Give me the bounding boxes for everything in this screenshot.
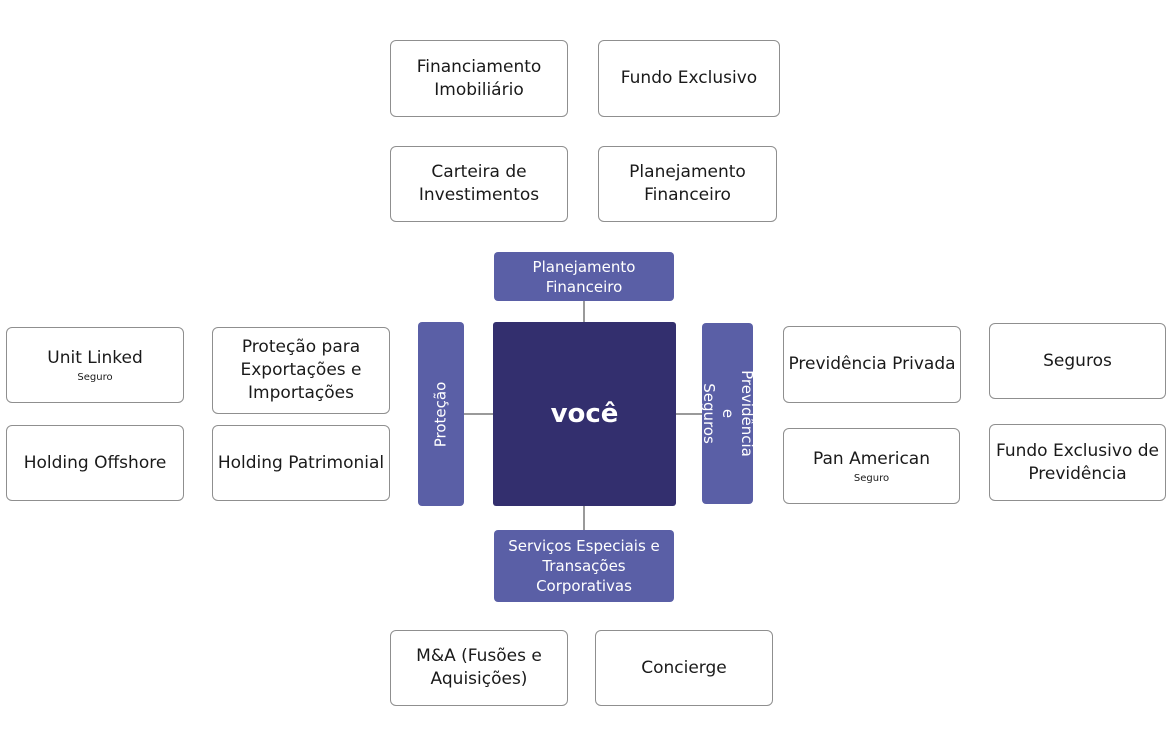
box-subtitle: Seguro [853,472,890,484]
category-label: Previdência e Seguros [700,370,757,457]
box-concierge: Concierge [595,630,773,706]
box-title: Fundo Exclusivo de Previdência [995,440,1160,484]
box-previdencia-privada: Previdência Privada [783,326,961,403]
box-unit-linked: Unit Linked Seguro [6,327,184,403]
box-planejamento-financeiro: Planejamento Financeiro [598,146,777,222]
connector-right [676,413,702,415]
connector-left [464,413,493,415]
box-holding-offshore: Holding Offshore [6,425,184,501]
category-label: Planejamento Financeiro [532,257,636,296]
box-title: Holding Offshore [23,452,167,473]
box-carteira-investimentos: Carteira de Investimentos [390,146,568,222]
box-title: Fundo Exclusivo [620,68,758,88]
box-protecao-exportacoes: Proteção para Exportações e Importações [212,327,390,414]
category-label: Proteção [431,381,450,447]
box-title: Concierge [641,657,727,678]
center-node: você [493,322,676,506]
box-holding-patrimonial: Holding Patrimonial [212,425,390,501]
box-title: Carteira de Investimentos [418,162,540,205]
category-protecao: Proteção [418,322,464,506]
box-pan-american: Pan American Seguro [783,428,960,504]
box-title: Pan American [813,448,930,469]
box-subtitle: Seguro [77,371,113,383]
center-label: você [550,399,619,429]
category-label: Serviços Especiais e Transações Corporat… [508,537,660,595]
box-title: Proteção para Exportações e Importações [240,337,362,403]
box-title: Financiamento Imobiliário [416,56,542,100]
connector-bottom [583,506,585,530]
box-ma: M&A (Fusões e Aquisições) [390,630,568,706]
box-title: Previdência Privada [788,354,956,374]
category-servicos: Serviços Especiais e Transações Corporat… [494,530,674,602]
box-title: M&A (Fusões e Aquisições) [416,646,542,689]
box-title: Unit Linked [47,347,143,368]
box-fundo-exclusivo: Fundo Exclusivo [598,40,780,117]
connector-top [583,301,585,322]
box-title: Holding Patrimonial [217,452,385,473]
box-financiamento-imobiliario: Financiamento Imobiliário [390,40,568,117]
box-seguros: Seguros [989,323,1166,399]
box-title: Seguros [1043,350,1112,371]
category-planejamento: Planejamento Financeiro [494,252,674,301]
box-title: Planejamento Financeiro [629,162,746,205]
box-fundo-exclusivo-previdencia: Fundo Exclusivo de Previdência [989,424,1166,501]
category-previdencia: Previdência e Seguros [700,323,757,504]
